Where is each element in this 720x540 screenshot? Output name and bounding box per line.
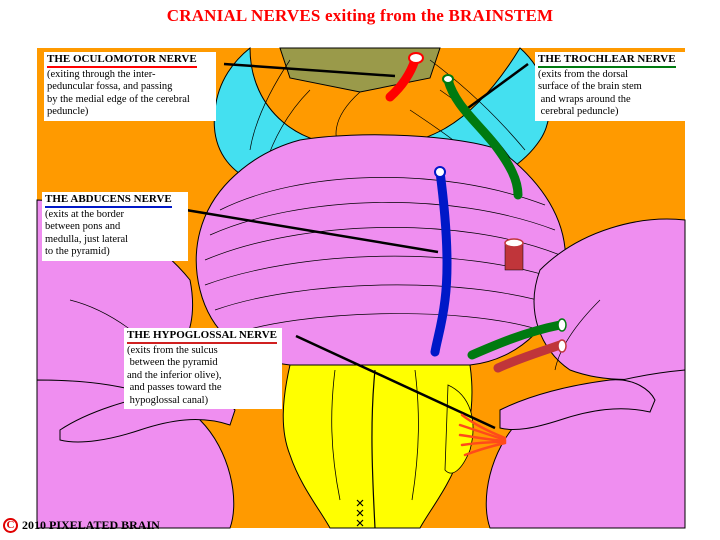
facial-vestibular-nerve [467,320,565,360]
trochlear-description: (exits from the dorsal surface of the br… [538,68,642,118]
copyright-text: 2010 PIXELATED BRAIN [22,518,160,532]
pons-fibers [204,177,561,336]
trochlear-pointer [467,62,529,110]
oculomotor-heading: THE OCULOMOTOR NERVE [47,53,197,68]
medulla-midline [371,369,376,529]
hypoglossal-heading: THE HYPOGLOSSAL NERVE [127,329,277,344]
hypoglossal-description: (exits from the sulcus between the pyram… [127,344,222,406]
right-flocculus [499,379,656,431]
oculomotor-label: THE OCULOMOTOR NERVE (exiting through th… [44,52,216,121]
hypoglossal-pointer [295,334,496,430]
abducens-heading: THE ABDUCENS NERVE [45,193,172,208]
copyright-notice: C 2010 PIXELATED BRAIN [3,518,160,533]
hypoglossal-rootlets [458,413,507,457]
glossopharyngeal-vagus-nerve [493,340,565,373]
abducens-pointer [185,208,439,254]
oculomotor-description: (exiting through the inter- peduncular f… [47,68,190,118]
pointer-lines [185,62,529,430]
trochlear-label: THE TROCHLEAR NERVE (exits from the dors… [535,52,689,121]
trochlear-nerve-stump [442,74,454,84]
abducens-nerve [430,167,452,357]
oculomotor-nerve-stump [408,52,424,64]
copyright-icon: C [3,518,18,533]
trochlear-nerve [443,75,523,200]
trochlear-heading: THE TROCHLEAR NERVE [538,53,676,68]
abducens-nerve-stump [434,166,446,178]
page-title: CRANIAL NERVES exiting from the BRAINSTE… [166,6,554,25]
abducens-label: THE ABDUCENS NERVE (exits at the border … [42,192,188,261]
oculomotor-pointer [223,62,396,78]
pyramidal-decussation-marks [356,499,364,527]
abducens-description: (exits at the border between pons and me… [45,208,129,258]
hypoglossal-label: THE HYPOGLOSSAL NERVE (exits from the su… [124,328,282,409]
